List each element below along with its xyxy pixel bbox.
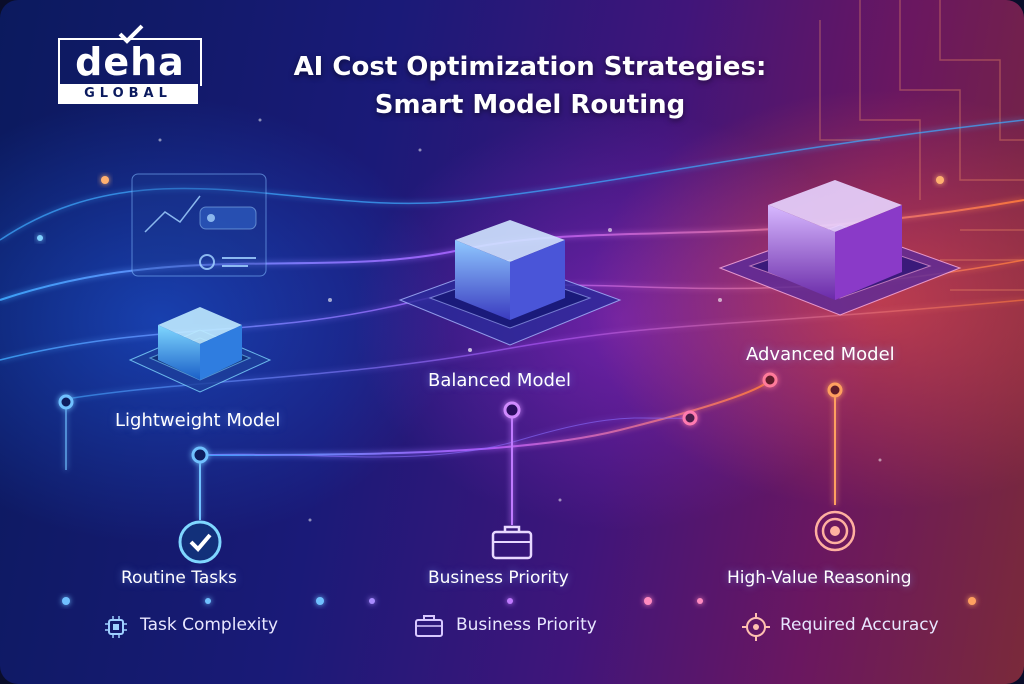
business-priority-axis-label: Business Priority xyxy=(456,615,597,635)
business-priority-label: Business Priority xyxy=(428,568,569,588)
required-accuracy-label: Required Accuracy xyxy=(780,615,939,635)
lightweight-cube xyxy=(158,307,242,380)
dashboard-panel xyxy=(131,173,267,277)
balanced-cube xyxy=(455,220,565,320)
page-title: AI Cost Optimization Strategies: Smart M… xyxy=(250,48,810,124)
crosshair-icon xyxy=(742,613,770,641)
title-line-2: Smart Model Routing xyxy=(374,90,686,120)
briefcase-icon xyxy=(491,525,533,560)
brand-logo: deha GLOBAL xyxy=(58,24,202,106)
logo-subtitle: GLOBAL xyxy=(58,84,198,104)
logo-wordmark: deha xyxy=(58,38,202,86)
check-icon xyxy=(178,520,222,564)
task-complexity-label: Task Complexity xyxy=(140,615,279,635)
check-icon xyxy=(118,24,144,44)
briefcase-icon xyxy=(415,615,443,637)
title-line-1: AI Cost Optimization Strategies: xyxy=(293,52,767,82)
chip-icon xyxy=(105,616,127,638)
high-value-reasoning-label: High-Value Reasoning xyxy=(727,568,912,588)
routine-tasks-label: Routine Tasks xyxy=(121,568,237,588)
lightweight-model-label: Lightweight Model xyxy=(115,410,281,431)
advanced-model-label: Advanced Model xyxy=(746,344,895,365)
balanced-model-label: Balanced Model xyxy=(428,370,571,391)
target-icon xyxy=(814,510,856,552)
advanced-cube xyxy=(768,180,902,300)
